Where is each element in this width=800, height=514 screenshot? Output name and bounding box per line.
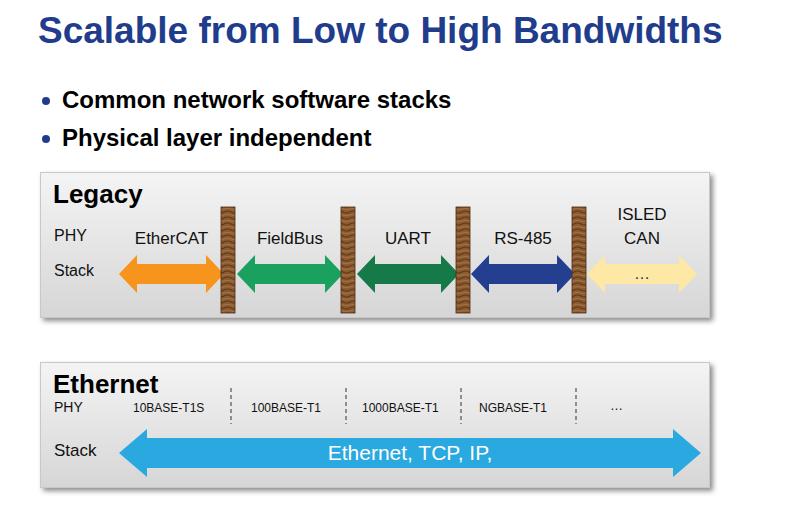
arrow-wrap: … bbox=[587, 255, 697, 293]
arrow-caption-box: FieldBus bbox=[237, 201, 343, 255]
protocol-arrow: ISLED CAN … bbox=[587, 201, 697, 293]
bullet-text: Physical layer independent bbox=[62, 124, 371, 152]
phy-name: NGBASE-T1 bbox=[479, 401, 547, 415]
bullet-dot bbox=[42, 135, 50, 143]
protocol-arrow: UART bbox=[357, 201, 459, 293]
protocol-arrow: EtherCAT bbox=[119, 201, 224, 293]
protocol-name: FieldBus bbox=[257, 227, 323, 251]
arrow-shape bbox=[471, 255, 575, 293]
protocol-arrow: RS-485 bbox=[471, 201, 575, 293]
stack-name: Ethernet, TCP, IP, bbox=[119, 429, 701, 477]
group-panel: EthernetEthernet, TCP, IP, bbox=[40, 362, 710, 488]
protocol-arrow: FieldBus bbox=[237, 201, 343, 293]
phy-name: … bbox=[610, 398, 623, 413]
double-arrow bbox=[119, 255, 224, 293]
stack-arrow: Ethernet, TCP, IP, bbox=[119, 429, 701, 477]
arrow-wrap bbox=[119, 255, 224, 293]
arrow-caption-box: EtherCAT bbox=[119, 201, 224, 255]
panel-heading: Legacy bbox=[53, 179, 143, 210]
arrow-caption-box: UART bbox=[357, 201, 459, 255]
protocol-name: ISLED CAN bbox=[612, 203, 672, 251]
double-arrow bbox=[471, 255, 575, 293]
arrow-wrap bbox=[237, 255, 343, 293]
arrow-shape bbox=[357, 255, 459, 293]
bullet-text: Common network software stacks bbox=[62, 86, 451, 114]
bullet-dot bbox=[42, 97, 50, 105]
protocol-name: EtherCAT bbox=[135, 227, 208, 251]
panel-heading: Ethernet bbox=[53, 369, 158, 400]
phy-name: 1000BASE-T1 bbox=[362, 401, 439, 415]
arrow-shape bbox=[119, 429, 701, 477]
row-label: Stack bbox=[54, 441, 97, 461]
double-arrow bbox=[357, 255, 459, 293]
group-panel: LegacyEtherCAT FieldBus UART RS-485 ISLED CA… bbox=[40, 172, 710, 318]
protocol-name: RS-485 bbox=[494, 227, 552, 251]
phy-name: 100BASE-T1 bbox=[251, 401, 321, 415]
arrow-wrap bbox=[357, 255, 459, 293]
row-label: PHY bbox=[54, 227, 87, 245]
diagram-title: Scalable from Low to High Bandwidths bbox=[38, 10, 723, 52]
row-label: Stack bbox=[54, 262, 94, 280]
arrow-caption-box: RS-485 bbox=[471, 201, 575, 255]
row-label: PHY bbox=[54, 399, 83, 415]
arrow-ellipsis: … bbox=[587, 264, 697, 284]
arrow-caption-box: ISLED CAN bbox=[587, 201, 697, 255]
arrow-shape bbox=[237, 255, 343, 293]
arrow-shape bbox=[119, 255, 224, 293]
phy-name: 10BASE-T1S bbox=[133, 401, 204, 415]
double-arrow bbox=[237, 255, 343, 293]
arrow-wrap bbox=[471, 255, 575, 293]
arrow-shape bbox=[587, 255, 697, 293]
protocol-name: UART bbox=[385, 227, 431, 251]
